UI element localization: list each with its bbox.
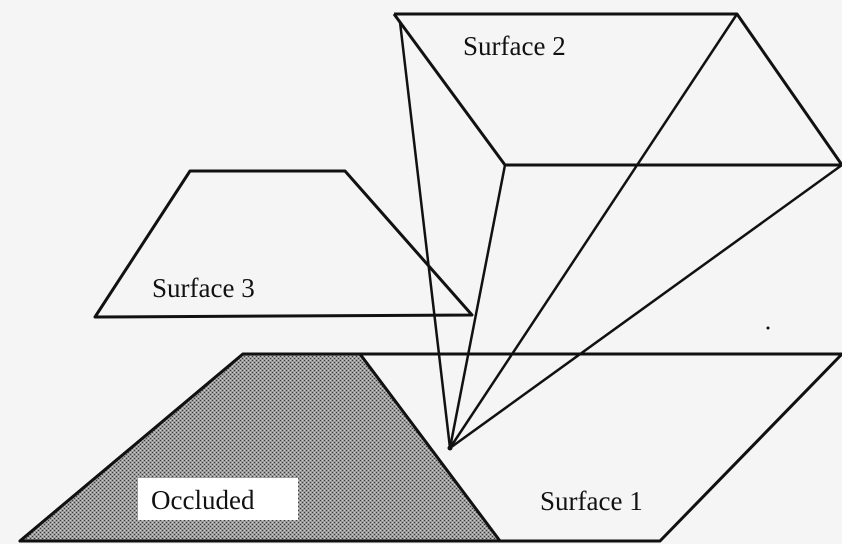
surface-2-plane [392, 12, 842, 167]
surface-3-label: Surface 3 [152, 273, 255, 303]
surface-1-label: Surface 1 [540, 486, 643, 516]
sight-line [448, 13, 739, 449]
sight-line [448, 164, 507, 449]
surface-2-label: Surface 2 [463, 31, 566, 61]
sight-lines [398, 13, 842, 450]
sight-line [449, 163, 842, 450]
stray-dot [766, 326, 770, 330]
occluded-label-box [138, 478, 298, 520]
occluded-label: Occluded [151, 485, 255, 515]
surface-3-plane [93, 169, 474, 319]
viewpoint-marker [447, 445, 453, 451]
sight-line [398, 21, 452, 449]
